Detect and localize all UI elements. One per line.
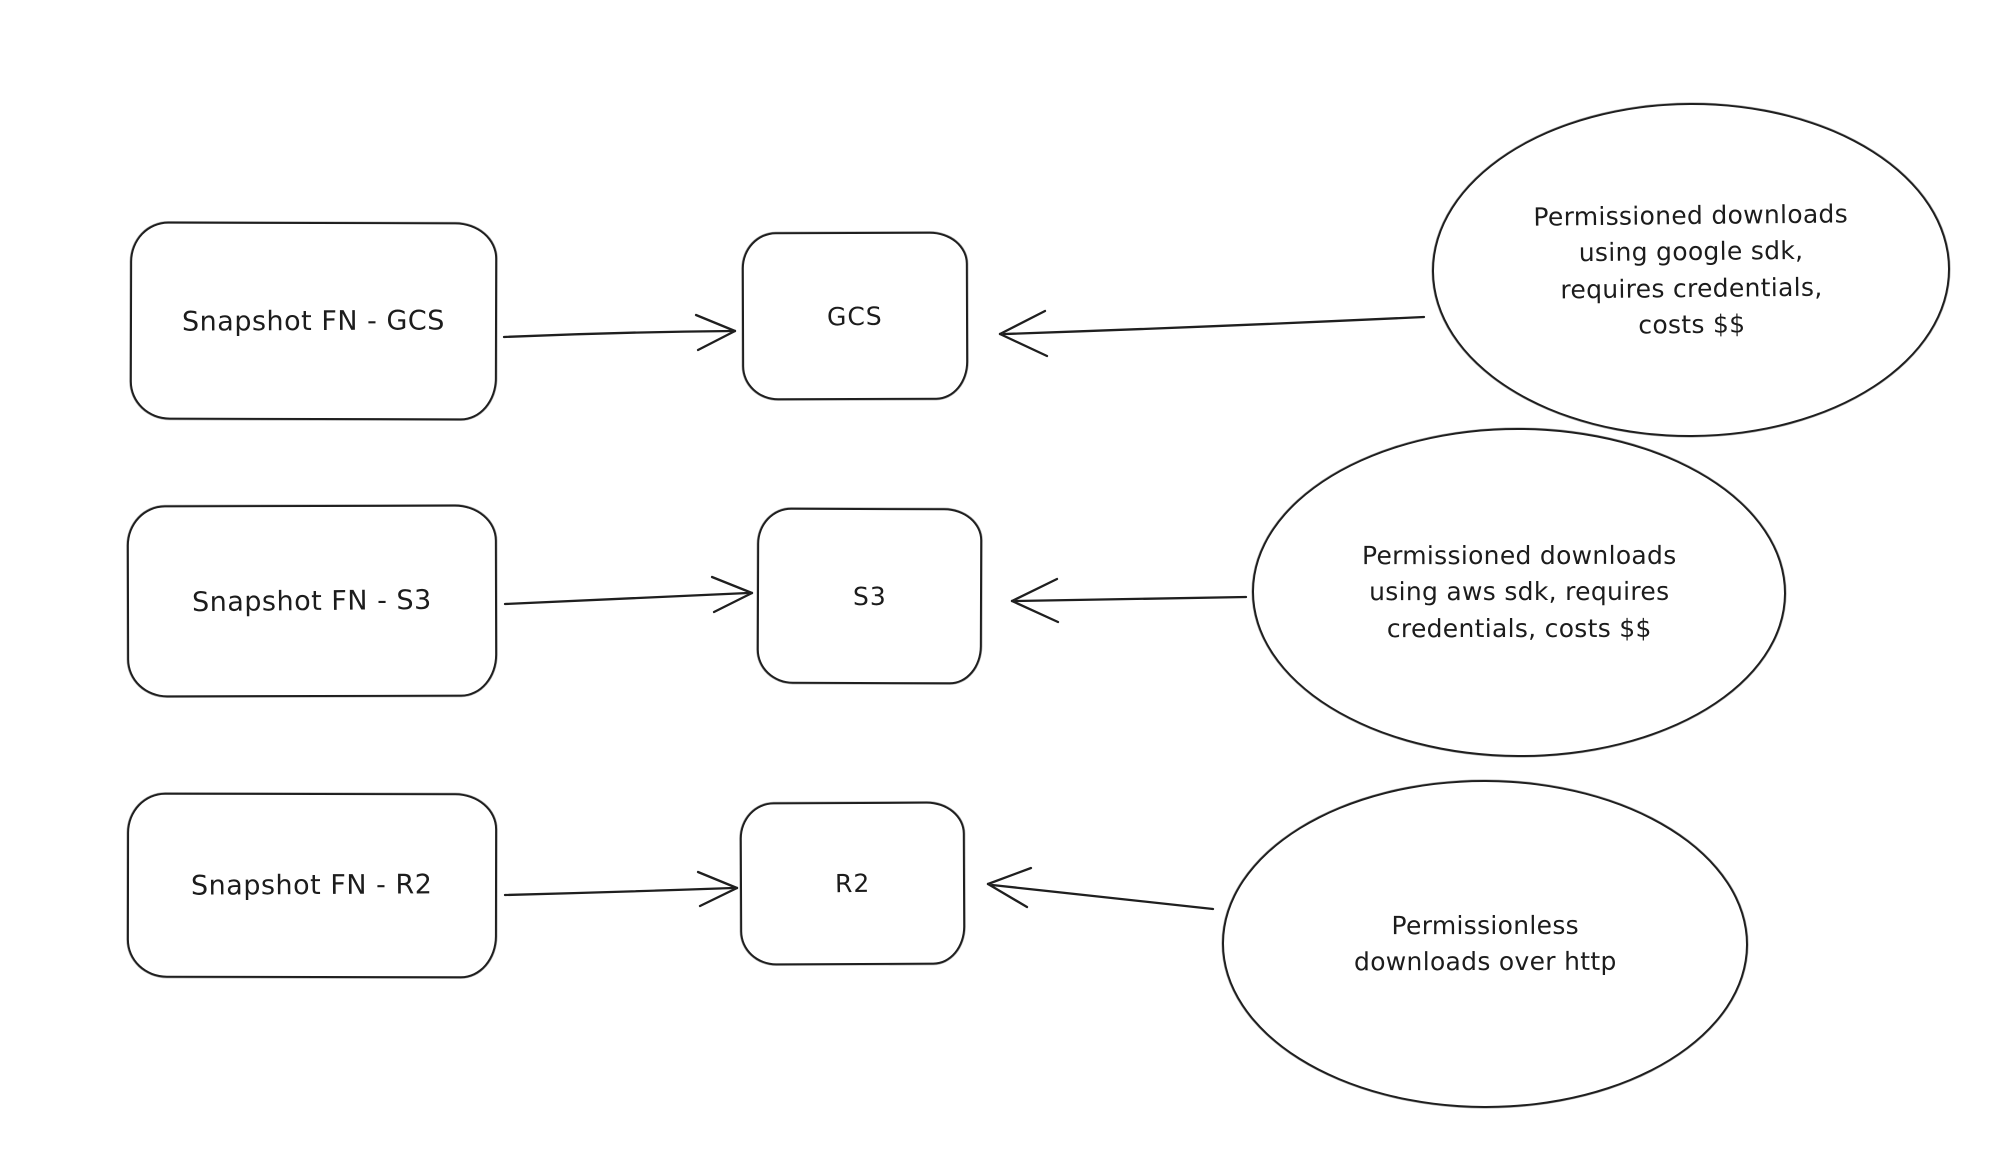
node-snapshot-fn-gcs-label: Snapshot FN - GCS bbox=[181, 304, 445, 338]
note-ellipse-s3[interactable]: Permissioned downloads using aws sdk, re… bbox=[1251, 426, 1787, 759]
note-ellipse-gcs[interactable]: Permissioned downloads using google sdk,… bbox=[1431, 101, 1951, 439]
arrow-note-r2-to-r2[interactable] bbox=[986, 866, 1215, 911]
arrow-snapshot-gcs-to-gcs[interactable] bbox=[502, 313, 737, 352]
node-gcs[interactable]: GCS bbox=[741, 231, 969, 401]
node-snapshot-fn-s3-label: Snapshot FN - S3 bbox=[191, 584, 433, 618]
node-snapshot-fn-r2[interactable]: Snapshot FN - R2 bbox=[126, 792, 498, 979]
arrow-note-gcs-to-gcs[interactable] bbox=[998, 309, 1426, 358]
node-snapshot-fn-r2-label: Snapshot FN - R2 bbox=[191, 869, 433, 902]
note-ellipse-gcs-text: Permissioned downloads using google sdk,… bbox=[1532, 198, 1848, 339]
note-ellipse-s3-text: Permissioned downloads using aws sdk, re… bbox=[1361, 540, 1677, 643]
note-ellipse-r2-text: Permissionless downloads over http bbox=[1353, 910, 1617, 977]
node-s3[interactable]: S3 bbox=[756, 507, 983, 685]
arrow-snapshot-r2-to-r2[interactable] bbox=[503, 870, 739, 908]
node-r2-label: R2 bbox=[834, 868, 871, 899]
node-s3-label: S3 bbox=[852, 581, 887, 611]
node-r2[interactable]: R2 bbox=[739, 801, 966, 966]
node-snapshot-fn-s3[interactable]: Snapshot FN - S3 bbox=[126, 504, 498, 698]
node-gcs-label: GCS bbox=[826, 301, 884, 331]
arrow-note-s3-to-s3[interactable] bbox=[1010, 577, 1248, 624]
note-ellipse-r2[interactable]: Permissionless downloads over http bbox=[1221, 779, 1749, 1109]
node-snapshot-fn-gcs[interactable]: Snapshot FN - GCS bbox=[129, 221, 498, 421]
arrow-snapshot-s3-to-s3[interactable] bbox=[503, 575, 754, 614]
